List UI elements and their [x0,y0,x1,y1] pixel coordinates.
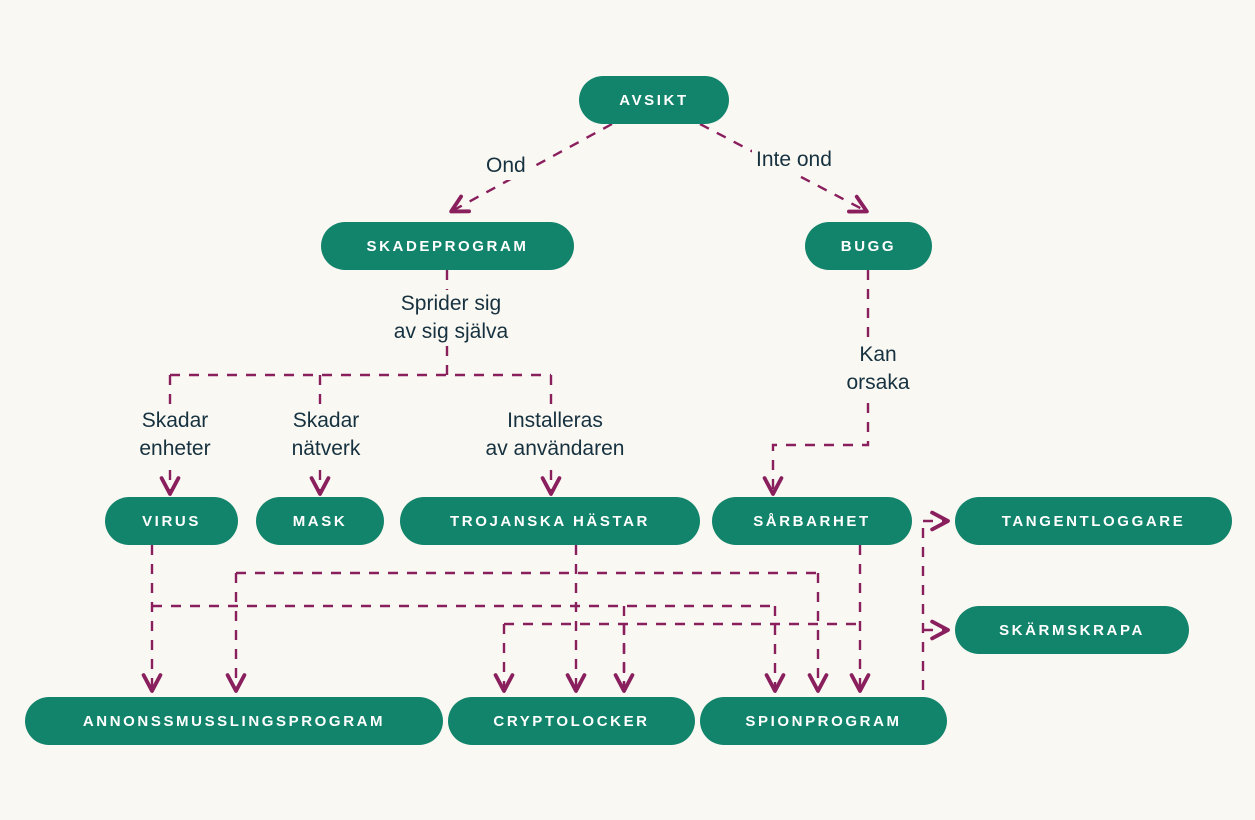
edge-label-inte-ond: Inte ond [752,146,836,174]
edge-label-ond: Ond [482,152,530,180]
edge-label-skadar-enheter: Skadar enheter [122,407,228,463]
edge-bugg-sarbarhet [762,270,870,496]
edge-label-sprider-sig: Sprider sig av sig själva [372,290,530,346]
node-tangentloggare[interactable]: TANGENTLOGGARE [955,497,1232,545]
edge-avsikt-bugg [699,122,869,214]
edge-label-kan-orsaka: Kan orsaka [836,341,920,397]
node-cryptolocker[interactable]: CRYPTOLOCKER [448,697,695,745]
node-bugg[interactable]: BUGG [805,222,932,270]
node-mask[interactable]: MASK [256,497,384,545]
edge-label-skadar-natverk: Skadar nätverk [274,407,378,463]
edge-label-installeras: Installeras av användaren [462,407,648,463]
node-spionprogram[interactable]: SPIONPROGRAM [700,697,947,745]
node-avsikt[interactable]: AVSIKT [579,76,729,124]
node-virus[interactable]: VIRUS [105,497,238,545]
node-sarbarhet[interactable]: SÅRBARHET [712,497,912,545]
node-skadeprogram[interactable]: SKADEPROGRAM [321,222,574,270]
edge-avsikt-skadeprogram [449,122,613,214]
node-skarmskrapa[interactable]: SKÄRMSKRAPA [955,606,1189,654]
node-annonssmusslingsprogram[interactable]: ANNONSSMUSSLINGSPROGRAM [25,697,443,745]
node-trojanska-hastar[interactable]: TROJANSKA HÄSTAR [400,497,700,545]
